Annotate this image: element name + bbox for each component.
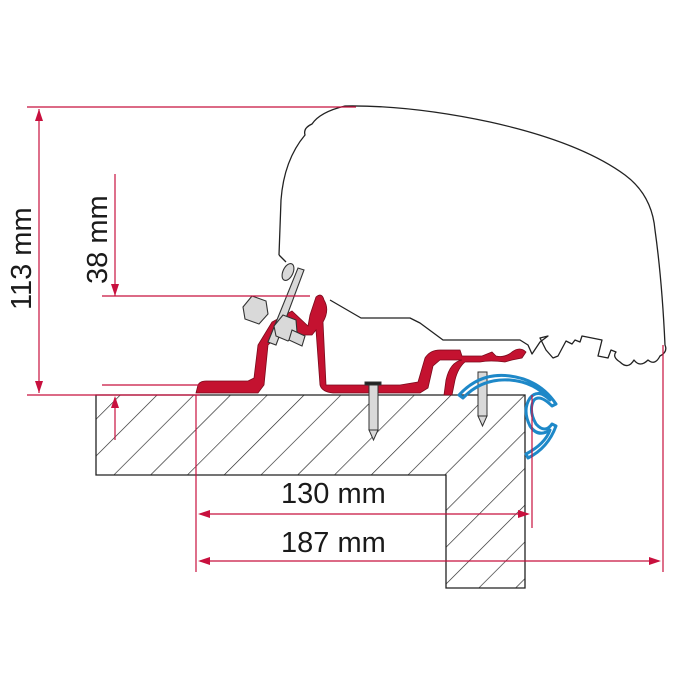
dimension-arrowheads: [35, 109, 661, 565]
dimension-label-187mm: 187 mm: [281, 527, 386, 559]
dimension-label-38mm: 38 mm: [82, 195, 114, 284]
screws: [364, 371, 488, 442]
dimension-lines: [27, 106, 664, 572]
awning-cassette: [278, 105, 667, 367]
dimension-label-113mm: 113 mm: [6, 207, 38, 310]
dimension-label-130mm: 130 mm: [281, 478, 386, 510]
rail-profile: [457, 373, 558, 460]
roof-section: [95, 394, 526, 589]
bolt-and-nut: [242, 263, 306, 347]
